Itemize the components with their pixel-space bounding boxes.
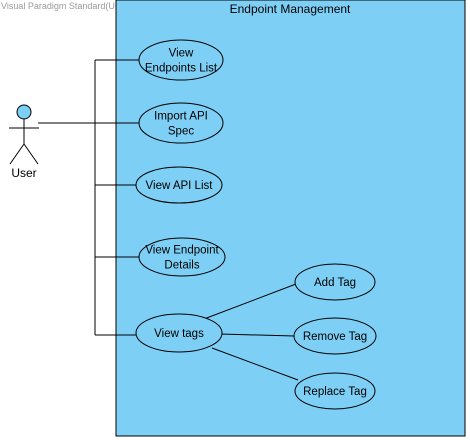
actor-head xyxy=(16,104,32,120)
usecase-replace-tag[interactable]: Replace Tag xyxy=(294,372,376,410)
usecase-view-api-list-label: View API List xyxy=(146,180,214,192)
usecase-view-tags[interactable]: View tags xyxy=(135,313,223,353)
usecase-view-endpoints-list-ellipse xyxy=(138,39,224,81)
usecase-view-endpoints-list-label: Endpoints List xyxy=(145,63,218,75)
usecase-replace-tag-ellipse xyxy=(294,372,376,410)
usecase-view-tags-ellipse xyxy=(135,313,223,353)
associations xyxy=(38,59,299,381)
actor-user[interactable] xyxy=(9,104,39,165)
usecase-add-tag[interactable]: Add Tag xyxy=(294,263,376,301)
view-tags-to-replace-tag xyxy=(211,347,299,381)
usecase-view-endpoint-details-ellipse xyxy=(138,237,226,277)
usecase-import-api-spec[interactable]: Import API Spec xyxy=(138,102,224,144)
usecase-replace-tag-label: Replace Tag xyxy=(303,386,367,398)
actor-left-leg xyxy=(9,143,25,165)
usecase-import-api-spec-ellipse xyxy=(138,102,224,144)
view-tags-to-remove-tag xyxy=(219,333,295,337)
usecase-import-api-spec-label: Spec xyxy=(168,126,194,138)
usecase-view-endpoint-details-label: View Endpoint xyxy=(145,245,219,257)
system-title: Endpoint Management xyxy=(230,2,351,16)
actor-right-leg xyxy=(23,143,39,165)
actor-label: User xyxy=(11,166,36,180)
usecase-view-api-list[interactable]: View API List xyxy=(135,166,223,204)
usecase-view-endpoint-details-label: Details xyxy=(164,260,199,272)
usecase-remove-tag[interactable]: Remove Tag xyxy=(293,317,377,355)
usecase-remove-tag-ellipse xyxy=(293,317,377,355)
usecase-add-tag-ellipse xyxy=(294,263,376,301)
usecase-import-api-spec-label: Import API xyxy=(154,111,208,123)
usecase-view-api-list-ellipse xyxy=(135,166,223,204)
view-tags-to-add-tag xyxy=(203,283,297,320)
usecase-remove-tag-label: Remove Tag xyxy=(303,331,367,343)
usecase-view-endpoints-list-label: View xyxy=(169,48,194,60)
usecase-add-tag-label: Add Tag xyxy=(314,277,356,289)
usecase-view-tags-label: View tags xyxy=(154,328,204,340)
watermark: Visual Paradigm Standard(User(University… xyxy=(1,1,220,11)
